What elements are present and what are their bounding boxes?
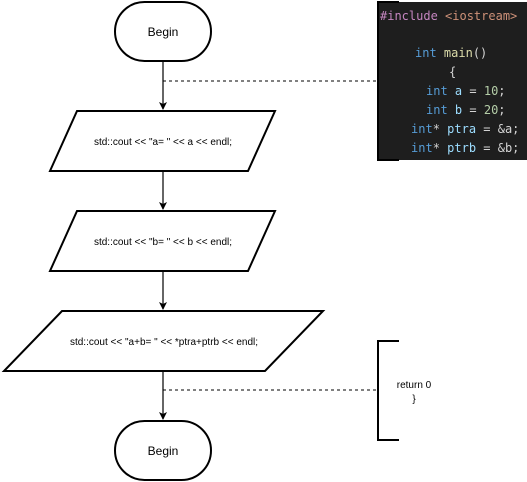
- code-line-ptrb: int* ptrb = &b;: [411, 141, 519, 155]
- code-line-brace: {: [449, 65, 456, 79]
- annotation-bracket-top: [377, 1, 399, 161]
- output2-label: std::cout << "b= " << b << endl;: [94, 237, 232, 248]
- code-background: [378, 2, 527, 160]
- code-line-a: int a = 10;: [426, 84, 506, 98]
- annotation-return-line2: }: [412, 394, 416, 405]
- output3-label: std::cout << "a+b= " << *ptra+ptrb << en…: [70, 337, 258, 348]
- code-line-include: #include <iostream>: [380, 9, 517, 23]
- end-label: Begin: [148, 444, 179, 458]
- output1-label: std::cout << "a= " << a << endl;: [94, 137, 232, 148]
- annotation-return-line1: return 0: [397, 380, 432, 391]
- output2-parallelogram[interactable]: [48, 210, 277, 272]
- annotation-code-block: #include <iostream> int main() { int a =…: [377, 1, 527, 161]
- output1-parallelogram[interactable]: [48, 110, 277, 172]
- end-terminator[interactable]: [114, 420, 212, 481]
- code-line-ptra: int* ptra = &a;: [411, 122, 519, 136]
- code-line-main: int main(): [415, 46, 487, 60]
- output3-parallelogram[interactable]: [1, 310, 326, 372]
- annotation-return: return 0 }: [377, 340, 432, 441]
- annotation-bracket-bottom: [377, 340, 399, 441]
- code-line-b: int b = 20;: [426, 103, 506, 117]
- start-label: Begin: [148, 25, 179, 39]
